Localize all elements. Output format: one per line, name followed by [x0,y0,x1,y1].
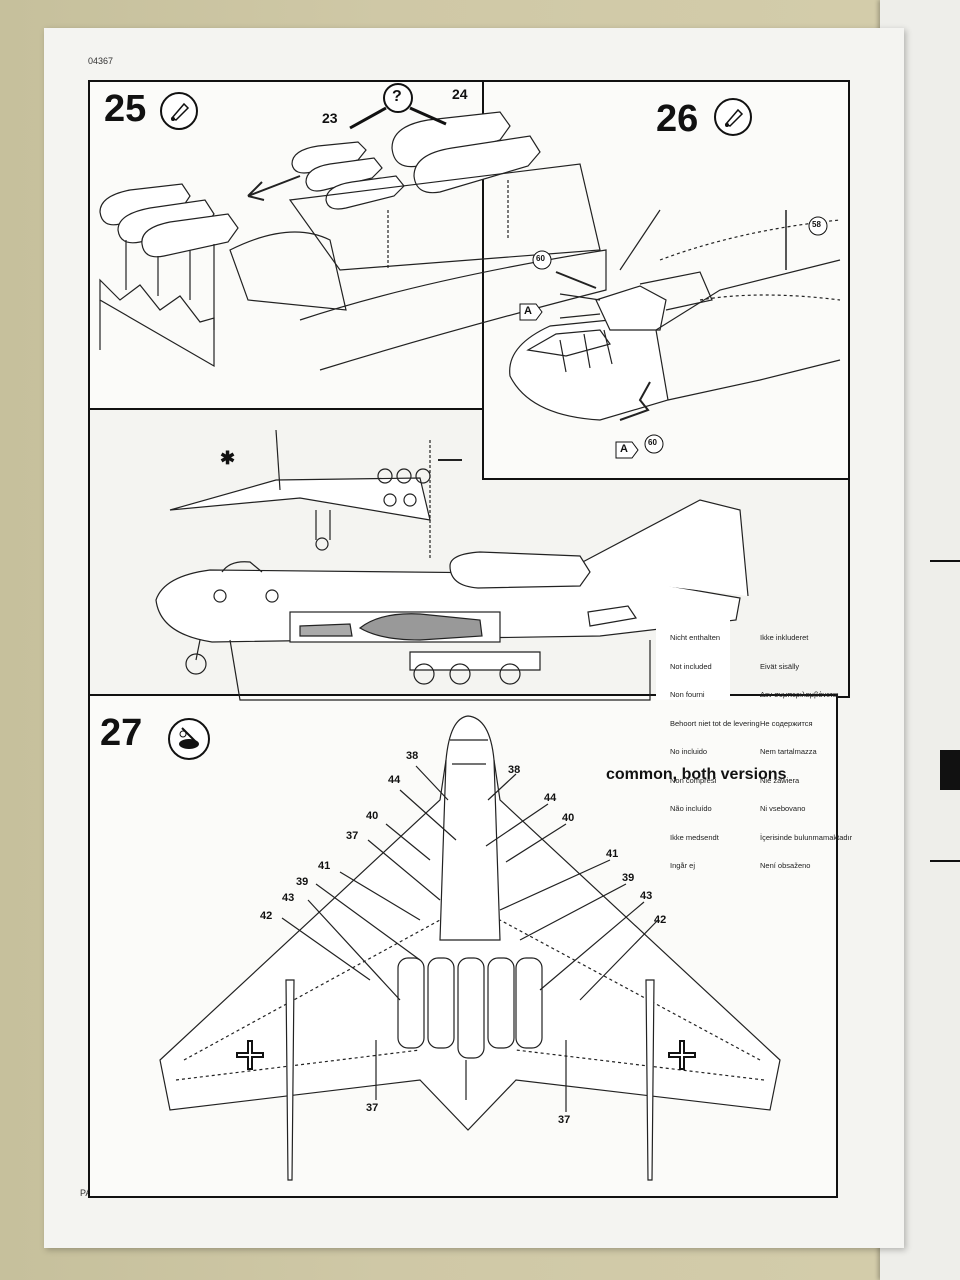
step-25-number: 25 [104,88,147,130]
callout-label: 44 [388,774,401,786]
part-label: 60 [648,438,657,447]
not-included-line: Non fourni [670,690,705,699]
callout-label: 40 [562,812,575,824]
not-included-col2: Ikke inkluderet Eivät sisälly Δεν συμπερ… [760,614,852,880]
not-included-line: Ingår ej [670,861,696,870]
not-included-line: Ikke medsendt [670,832,719,842]
underlying-page-text [940,750,960,790]
callout-label: 38 [508,764,521,776]
step-27-number: 27 [100,712,143,754]
step-26-marker: A [524,305,532,317]
callout-label: 41 [318,860,331,872]
step-26-marker: A [620,443,628,455]
option-symbol: ✱ [220,448,236,468]
callout-label: 39 [622,872,635,884]
underlying-page-text [930,860,960,862]
not-included-line: İçerisinde bulunmamaktadır [760,832,853,842]
not-included-line: Ni vsebovano [760,804,806,813]
callout-label: 44 [544,792,557,804]
callout-label: 37 [558,1114,571,1126]
paint-icon [168,718,210,760]
callout-label: 42 [260,910,273,922]
step-26-frame-overlay [482,80,850,480]
not-included-line: Non compresi [670,775,717,785]
not-included-line: Ikke inkluderet [760,633,809,642]
not-included-line: Behoort niet tot de levering [670,718,760,728]
not-included-line: Nie zawiera [760,775,800,785]
part-label: 23 [322,110,338,126]
document-code: 04367 [88,56,114,66]
callout-label: 42 [654,914,667,926]
not-included-line: Nicht enthalten [670,633,721,642]
callout-label: 39 [296,876,309,888]
part-label: 60 [536,254,545,263]
glue-icon [714,98,752,136]
not-included-line: Δεν συμπεριλαμβάνεται [760,690,839,699]
not-included-line: No incluido [670,747,708,756]
callout-label: 38 [406,750,419,762]
part-label: 58 [812,220,821,229]
not-included-line: Není obsaženo [760,861,811,870]
not-included-line: Eivät sisälly [760,661,800,671]
step-25-query: ? [392,88,402,105]
callout-label: 41 [606,848,619,860]
callout-label: 37 [346,830,359,842]
not-included-col1: Nicht enthalten Not included Non fourni … [670,614,760,880]
underlying-page-text [930,560,960,562]
callout-label: 37 [366,1102,379,1114]
step-27-caption: common, both versions [606,766,787,783]
not-included-line: Nem tartalmazza [760,747,817,756]
callout-label: 43 [640,890,653,902]
step-26-number: 26 [656,98,699,140]
callout-label: 43 [282,892,295,904]
part-label: 24 [452,86,468,102]
step-26-frame [482,80,850,480]
callout-label: 40 [366,810,379,822]
not-included-line: Not included [670,661,712,671]
not-included-line: Не содержится [760,718,813,728]
glue-icon [160,92,198,130]
not-included-line: Não incluído [670,804,712,813]
